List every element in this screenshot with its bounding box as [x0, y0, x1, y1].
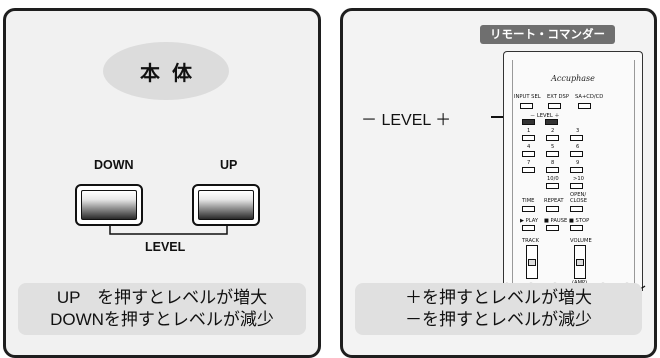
remote-number-label: 5 — [551, 144, 555, 150]
remote-number-key[interactable] — [570, 167, 583, 173]
remote-volume-fader[interactable] — [574, 245, 586, 279]
remote-volume-label: VOLUME — [570, 238, 592, 244]
level-label: LEVEL — [145, 240, 186, 254]
down-button-label: DOWN — [94, 158, 134, 172]
remote-label: ■ STOP — [569, 218, 590, 224]
remote-label: ■ PAUSE — [544, 218, 568, 224]
level-callout: － LEVEL ＋ — [361, 112, 452, 129]
remote-stop-key[interactable] — [570, 225, 583, 231]
remote-number-label: 6 — [576, 144, 580, 150]
caption-plus-text: ＋を押すとレベルが増大 — [405, 288, 592, 307]
remote-number-label: 7 — [527, 160, 531, 166]
remote-source-key[interactable] — [578, 103, 591, 109]
remote-pause-key[interactable] — [546, 225, 559, 231]
remote-time-key[interactable] — [522, 206, 535, 212]
remote-number-key[interactable] — [522, 151, 535, 157]
remote-number-key[interactable] — [522, 135, 535, 141]
main-unit-title-badge: 本体 — [103, 42, 229, 100]
remote-number-key[interactable] — [546, 151, 559, 157]
remote-track-fader[interactable] — [526, 245, 538, 279]
remote-number-key[interactable] — [546, 135, 559, 141]
remote-label: SA+CD/CD — [575, 94, 604, 100]
remote-level-label: － LEVEL ＋ — [530, 113, 560, 119]
remote-control-image: Accuphase INPUT SEL EXT DSP SA+CD/CD － L… — [503, 51, 643, 292]
remote-number-label: 4 — [527, 144, 531, 150]
remote-label: REPEAT — [544, 198, 564, 204]
level-up-button[interactable] — [192, 184, 260, 226]
remote-brand-logo: Accuphase — [551, 74, 595, 83]
main-unit-panel: 本体 DOWN UP LEVEL UP を押すとレベルが増大 DOWNを押すとレ… — [3, 8, 321, 358]
remote-number-key[interactable] — [570, 135, 583, 141]
button-connector — [109, 226, 228, 235]
level-down-button[interactable] — [75, 184, 143, 226]
remote-number-label: 9 — [576, 160, 580, 166]
remote-label: INPUT SEL — [514, 94, 541, 100]
remote-track-label: TRACK — [522, 238, 540, 244]
remote-commander-panel: リモート・コマンダー － LEVEL ＋ Accuphase INPUT SEL… — [340, 8, 657, 358]
remote-repeat-key[interactable] — [546, 206, 559, 212]
caption-up-text: UP を押すとレベルが増大 — [56, 288, 268, 307]
remote-play-key[interactable] — [522, 225, 535, 231]
up-button-label: UP — [220, 158, 238, 172]
remote-number-key[interactable] — [546, 183, 559, 189]
caption-down-text: DOWNを押すとレベルが減少 — [50, 310, 274, 329]
remote-number-key[interactable] — [522, 167, 535, 173]
caption-minus-text: －を押すとレベルが減少 — [405, 310, 592, 329]
remote-number-label: 8 — [551, 160, 555, 166]
main-unit-title: 本体 — [140, 60, 204, 85]
remote-label: EXT DSP — [547, 94, 569, 100]
remote-title-tag: リモート・コマンダー — [480, 25, 615, 44]
remote-label: ▶ PLAY — [520, 218, 539, 224]
remote-label: TIME — [522, 198, 535, 204]
remote-ext-dsp-key[interactable] — [548, 103, 561, 109]
remote-number-label: 3 — [576, 128, 580, 134]
main-unit-caption: UP を押すとレベルが増大 DOWNを押すとレベルが減少 — [18, 283, 306, 335]
remote-number-key[interactable] — [570, 183, 583, 189]
remote-open-close-key[interactable] — [570, 206, 583, 212]
remote-input-sel-key[interactable] — [520, 103, 533, 109]
remote-number-label: >10 — [573, 176, 584, 182]
remote-number-label: 10/0 — [547, 176, 559, 182]
remote-level-up-key[interactable] — [545, 119, 558, 125]
remote-number-label: 2 — [551, 128, 555, 134]
remote-number-key[interactable] — [546, 167, 559, 173]
remote-level-down-key[interactable] — [522, 119, 535, 125]
remote-label: OPEN/ CLOSE — [570, 192, 587, 204]
remote-number-key[interactable] — [570, 151, 583, 157]
remote-number-label: 1 — [527, 128, 531, 134]
remote-caption: ＋を押すとレベルが増大 －を押すとレベルが減少 — [355, 283, 642, 335]
